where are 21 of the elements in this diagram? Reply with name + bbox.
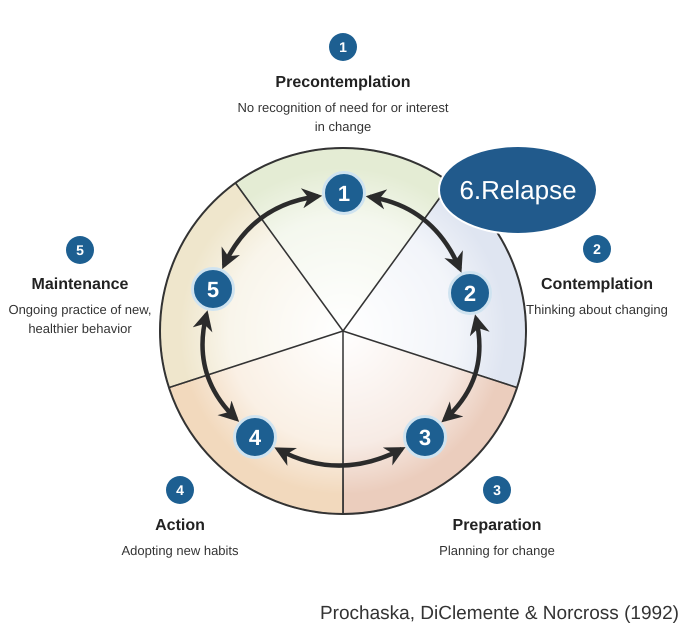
stage-description: Thinking about changing bbox=[526, 301, 668, 319]
stage-title: Preparation bbox=[452, 516, 542, 536]
double-arrow bbox=[442, 314, 490, 423]
relapse-oval: 6.Relapse bbox=[438, 145, 598, 235]
stage-description: Ongoing practice of new, healthier behavior bbox=[7, 301, 153, 338]
number-badge: 3 bbox=[483, 476, 511, 504]
stage-title: Precontemplation bbox=[275, 73, 411, 93]
citation-caption: Prochaska, DiClemente & Norcross (1992) bbox=[320, 602, 679, 626]
stage-title: Action bbox=[155, 516, 205, 536]
double-arrow bbox=[366, 190, 462, 273]
stage-title: Contemplation bbox=[541, 275, 653, 295]
stage-description: No recognition of need for or interest in change bbox=[236, 99, 450, 136]
stage-description: Planning for change bbox=[439, 542, 555, 560]
stage-description: Adopting new habits bbox=[121, 542, 239, 560]
number-badge: 2 bbox=[583, 235, 611, 263]
number-badge: 5 bbox=[66, 236, 94, 264]
stage-title: Maintenance bbox=[32, 275, 128, 295]
double-arrow bbox=[193, 310, 240, 422]
double-arrow bbox=[222, 188, 322, 270]
number-badge: 4 bbox=[166, 476, 194, 504]
number-badge: 1 bbox=[329, 33, 357, 61]
